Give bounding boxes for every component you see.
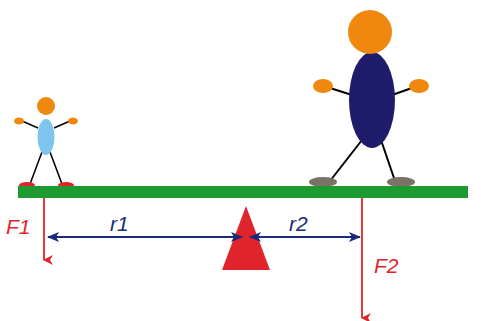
lever-beam [18, 186, 468, 198]
distance-arrow [48, 236, 242, 238]
distance-arrow [250, 236, 360, 238]
distance-label: r1 [108, 213, 131, 234]
fulcrum [222, 206, 270, 270]
distance-label: r2 [287, 213, 310, 234]
force-label: F1 [4, 216, 33, 237]
big-person [309, 10, 429, 187]
force-arrow [361, 198, 363, 318]
force-arrow [43, 198, 45, 260]
small-person [14, 97, 78, 188]
force-label: F2 [372, 255, 401, 276]
